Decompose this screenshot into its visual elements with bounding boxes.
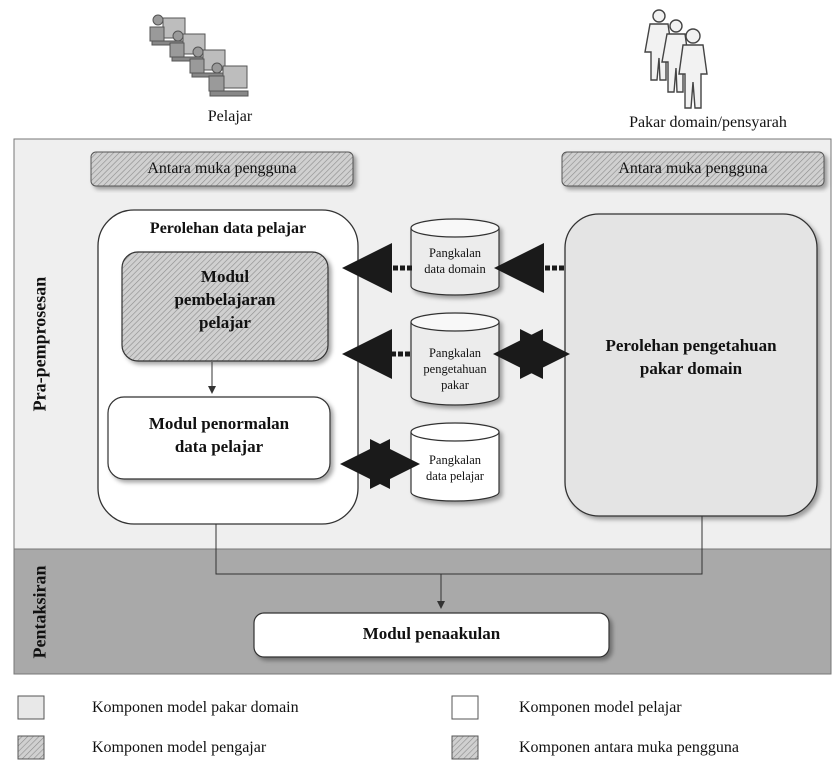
expert-knowledge-database-cylinder [410,312,500,406]
legend-domain-expert-label: Komponen model pakar domain [92,699,299,716]
expert-knowledge-database-line-1: Pangkalan [428,346,482,360]
expert-actor-label: Pakar domain/pensyarah [629,114,787,131]
domain-database-cylinder [410,218,500,296]
reasoning-module-label: Modul penaakulan [362,624,501,643]
normalization-module-line-2: data pelajar [174,437,264,456]
legend-ui-label: Komponen antara muka pengguna [519,739,739,756]
learning-module-line-2: pembelajaran [174,290,276,309]
right-user-interface-box [561,151,825,187]
legend-swatch-learner [451,695,479,720]
learner-database-line-2: data pelajar [426,469,484,483]
connector-line [215,516,703,575]
expert-knowledge-line-1: Perolehan pengetahuan [605,336,777,355]
expert-knowledge-line-2: pakar domain [639,359,743,378]
expert-people-icon [644,9,708,109]
learner-computer-icon [149,14,249,97]
domain-database-label: Pangkalan data domain [411,245,499,277]
learning-module-line-3: pelajar [199,313,251,332]
learning-module-line-1: Modul [200,267,250,286]
expert-knowledge-label: Perolehan pengetahuan pakar domain [565,334,817,380]
normalization-module-box [107,396,331,480]
learner-data-title: Perolehan data pelajar [149,220,307,237]
preprocessing-zone-label: Pra-pemprosesan [29,276,50,412]
legend-tutor-label: Komponen model pengajar [92,739,267,756]
learning-module-label: Modul pembelajaran pelajar [122,265,328,334]
legend-swatch-domain-expert [17,695,45,720]
normalization-module-label: Modul penormalan data pelajar [108,412,330,458]
expert-knowledge-database-line-2: pengetahuan [423,362,487,376]
legend-swatch-ui [451,735,479,760]
assessment-zone-label: Pentaksiran [29,565,50,659]
learner-actor-label: Pelajar [207,108,253,125]
learning-module-box [121,251,329,362]
right-user-interface-label: Antara muka pengguna [618,160,768,177]
expert-knowledge-database-label: Pangkalan pengetahuan pakar [411,345,499,393]
normalization-module-line-1: Modul penormalan [148,414,290,433]
learner-database-line-1: Pangkalan [428,453,482,467]
left-user-interface-box [90,151,354,187]
expert-knowledge-database-line-3: pakar [441,378,469,392]
left-user-interface-label: Antara muka pengguna [147,160,297,177]
reasoning-module-box [253,612,610,658]
learner-database-label: Pangkalan data pelajar [411,452,499,484]
learner-database-cylinder [410,422,500,502]
domain-database-line-1: Pangkalan [428,246,482,260]
legend-swatch-tutor [17,735,45,760]
legend-learner-label: Komponen model pelajar [519,699,682,716]
domain-database-line-2: data domain [424,262,486,276]
